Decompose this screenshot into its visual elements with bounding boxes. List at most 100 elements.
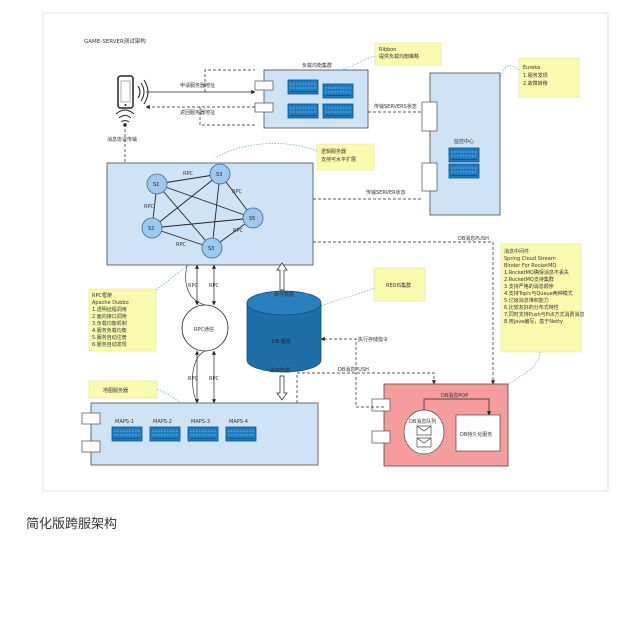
note-redis-connector (320, 287, 375, 307)
note-mq-line-5: 2.RocketMQ支持集群 (504, 276, 554, 283)
logic-node-label: S2 (148, 226, 154, 232)
mq-port-bottom (371, 430, 391, 444)
note-mq-line-4: 1.RocketMQ确保消息不丢失 (504, 269, 569, 276)
note-mq-line-6: 3.支持严格的消息顺序 (504, 283, 554, 290)
edge-db-push-logic (313, 241, 496, 385)
note-logic-line-2: 支持可水平扩展 (321, 156, 356, 163)
logic-node (146, 173, 168, 195)
edge-label-rpc-1: RPC (183, 171, 193, 177)
lb-server-rack-3 (287, 103, 319, 119)
edge-label-transfer-server: 传输SERVER状态 (366, 189, 406, 196)
note-logic-connector (214, 143, 318, 159)
note-mq-line-7: 4.支持Topic与Queue两种模式 (504, 290, 573, 297)
maps-server-label: MAPS-4 (229, 419, 248, 425)
note-mq-line-8: 5.亿级消息堆积能力 (504, 297, 549, 304)
edge-label-rpc-9: RPC (209, 376, 219, 382)
note-rpc (88, 288, 157, 352)
maps-server-rack (149, 426, 181, 442)
logic-node-label: S5 (249, 216, 255, 222)
note-logic-line-1: 逻辑服务器 (321, 148, 346, 155)
note-mq (500, 243, 582, 353)
maps-server-rack (225, 426, 257, 442)
note-mq-line-11: 8.用java编写，基于Netty (504, 318, 563, 325)
edge-rpc-curve-left (185, 264, 206, 306)
db-message-queue (403, 409, 445, 455)
note-rpc-connector (155, 264, 191, 291)
note-rpc-line-4: 2.面向接口调用 (92, 313, 127, 320)
note-logic (316, 143, 375, 171)
logic-node (141, 217, 163, 239)
note-maps-connector (156, 388, 181, 404)
note-mq-line-2: Spring Cloud Stream (504, 256, 556, 262)
logic-node (209, 163, 231, 185)
note-rpc-line-3: 1.透明远程调用 (92, 306, 127, 313)
db-persistence-label: DB持久化服务 (460, 431, 492, 438)
edge-label-apply-addr: 申请服务器地址 (180, 82, 215, 89)
edge-label-exec-store: 执行存储指令 (358, 336, 388, 343)
edge-label-rpc-3: RPC (144, 204, 154, 210)
edge-label-transfer-servers: 传输SERVERS状态 (374, 103, 417, 110)
edge-db-push-maps (296, 372, 437, 403)
note-eureka-line-1: Eureka (523, 65, 540, 71)
note-logic-text: 逻辑服务器 支持可水平扩展 (321, 148, 356, 163)
note-ribbon-line-2: 提供负载均衡策略 (379, 53, 419, 60)
db-persistence-service (455, 414, 501, 452)
note-rpc-line-8: 6.服务自动发现 (92, 341, 127, 348)
lb-server-rack-4 (322, 103, 354, 119)
logic-node-label: S3 (216, 172, 222, 178)
logic-node (242, 207, 264, 229)
edge-label-cache-1: 缓存数据 (274, 291, 294, 298)
monitor-center-title: 监控中心 (454, 138, 474, 145)
db-service-label: DB 服务 (272, 338, 291, 345)
note-eureka (518, 57, 580, 98)
note-mq-line-1: 消息中间件 (504, 248, 529, 255)
note-redis (373, 267, 426, 302)
mq-port-top (371, 398, 391, 412)
maps-server-label: MAPS-1 (115, 419, 134, 425)
rpc-hub-label: RPC通信 (194, 326, 214, 333)
note-ribbon-connector (339, 55, 376, 71)
lb-server-rack-1 (287, 79, 319, 95)
note-rpc-line-5: 3.负载均衡机制 (92, 320, 127, 327)
monitor-port-bottom (421, 162, 438, 192)
monitor-port-top (421, 101, 438, 132)
maps-port-bottom (81, 440, 101, 453)
edge-label-db-push-2: DB消息PUSH (338, 366, 369, 373)
note-rpc-line-6: 4.服务负载均衡 (92, 327, 127, 334)
note-eureka-line-2: 1.服务发现 (523, 72, 548, 79)
edge-label-return-addr: 返回服务器地址 (180, 109, 215, 116)
diagram-title: GAME-SERVER测试架构 (84, 37, 146, 45)
edge-label-rpc-2: RPC (232, 189, 242, 195)
logic-node (201, 237, 223, 259)
note-ribbon-line-1: Ribbon (379, 47, 396, 53)
note-ribbon (374, 42, 442, 66)
note-mq-line-9: 6.比较友好的分布式特性 (504, 304, 559, 311)
monitor-center (429, 72, 501, 216)
note-eureka-text: Eureka 1.服务发现 2.故障转移 (523, 65, 549, 87)
edge-label-db-pop: DB消息POP (441, 392, 468, 399)
edge-label-rpc-6: RPC (188, 283, 198, 289)
note-rpc-line-7: 5.服务自动注册 (92, 334, 127, 341)
note-mq-line-3: Binder For RocketMQ (504, 263, 556, 269)
edge-exec-store (320, 336, 384, 408)
note-mq-connector (507, 351, 541, 386)
note-mq-line-10: 7.同时支持Push与Pull方式消费消息 (504, 311, 585, 318)
mesh-edge (151, 226, 213, 250)
note-maps (88, 380, 158, 399)
db-message-queue-label: DB消息队列 (409, 418, 436, 425)
lb-port-bottom (254, 102, 274, 113)
note-eureka-line-3: 2.故障转移 (523, 80, 548, 87)
maps-server-rack (111, 426, 143, 442)
note-mq-text: 消息中间件 Spring Cloud Stream Binder For Roc… (504, 248, 586, 325)
edge-label-cache-2: 缓存数据 (270, 367, 290, 374)
maps-port-top (81, 412, 101, 425)
edge-label-rpc-4: RPC (176, 242, 186, 248)
edge-return-branch (199, 107, 255, 126)
edge-label-rpc-8: RPC (188, 376, 198, 382)
edge-db-pop (423, 398, 492, 416)
monitor-server-rack-2 (448, 163, 480, 179)
maps-server-rack (187, 426, 219, 442)
